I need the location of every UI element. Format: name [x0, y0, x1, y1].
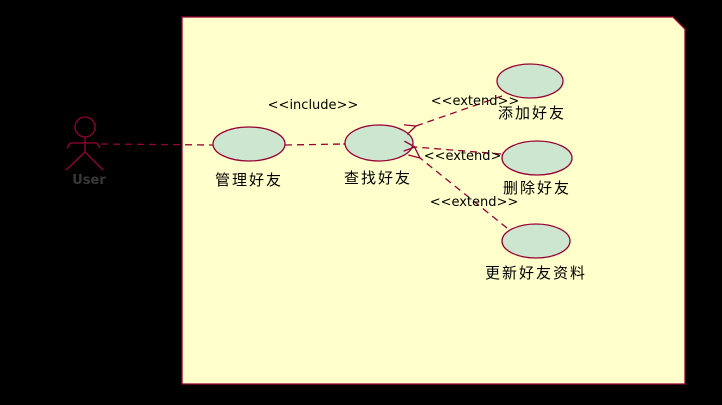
- usecase-label-delete-friends: 删除好友: [503, 179, 571, 197]
- usecase-manage-friends[interactable]: [212, 126, 286, 162]
- include-stereotype-label: <<include>>: [268, 98, 359, 113]
- usecase-label-update-friend-profile: 更新好友资料: [485, 264, 587, 282]
- usecase-add-friends[interactable]: [496, 63, 564, 99]
- actor-head: [74, 116, 96, 138]
- extend-connector-update-to-find[interactable]: [420, 158, 508, 229]
- include-connector-manage-to-find[interactable]: [284, 144, 344, 145]
- actor-label: User: [72, 173, 106, 188]
- usecase-label-manage-friends: 管理好友: [215, 171, 283, 189]
- usecase-update-friend-profile[interactable]: [501, 223, 571, 259]
- usecase-label-add-friends: 添加好友: [498, 104, 566, 122]
- usecase-delete-friends[interactable]: [501, 140, 573, 176]
- actor-arms: [66, 142, 101, 149]
- diagram-panel: [181, 16, 686, 385]
- usecase-label-find-friends: 查找好友: [344, 169, 412, 187]
- extend-stereotype-label-delete: <<extend>>: [424, 149, 513, 164]
- association-user-to-manage[interactable]: [100, 144, 213, 145]
- extend-stereotype-label-update: <<extend>>: [430, 195, 519, 210]
- usecase-find-friends[interactable]: [344, 124, 414, 162]
- actor-user[interactable]: User: [65, 116, 106, 188]
- extend-connector-add-to-find[interactable]: [416, 95, 503, 126]
- actor-legs: [65, 151, 104, 171]
- extend-connector-delete-to-find[interactable]: [415, 147, 502, 155]
- extend-stereotype-label-add: <<extend>>: [431, 94, 520, 109]
